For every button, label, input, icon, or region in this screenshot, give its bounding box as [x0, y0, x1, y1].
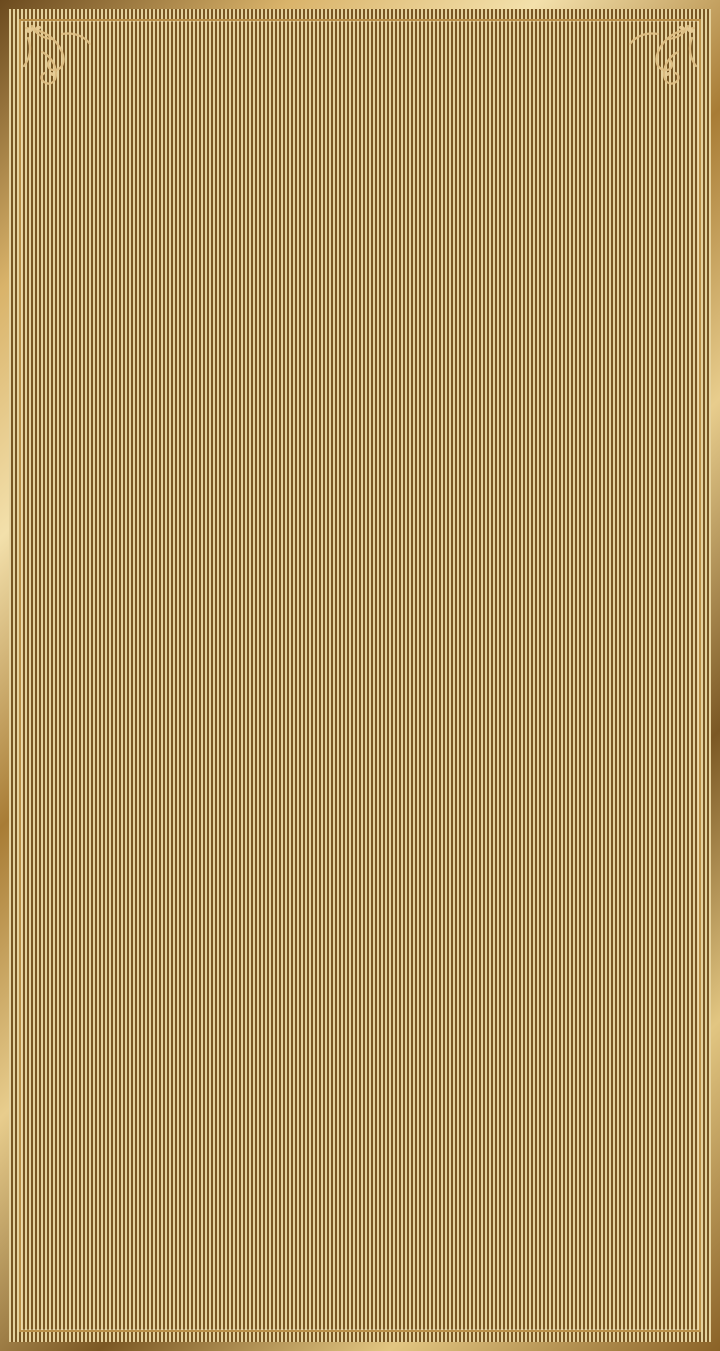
- deceased-tag: (사망): [442, 973, 473, 986]
- person-card-baekjunbeom[interactable]: 백준범 아트 컬렉터 ‘그대의 홈’ CEO: [490, 477, 673, 752]
- person-name-text: 차우희: [77, 1215, 133, 1236]
- person-card-hwangsukji[interactable]: 황숙지 로얄옥션 앞 바 운영: [348, 189, 479, 363]
- deceased-tag: (사망): [442, 1221, 473, 1234]
- person-role: 로얄옥션 회장: [518, 328, 598, 344]
- portrait: 주현수: [217, 1118, 333, 1242]
- portrait: 김윤지: [527, 870, 643, 994]
- person-card-joohyunsoo[interactable]: 주현수 보험사기 용의자: [217, 1118, 333, 1269]
- gold-frame: 차우석: [58, 477, 230, 703]
- person-name: 공주영: [197, 281, 311, 317]
- person-name-text: 윤승재: [387, 967, 443, 988]
- portrait: 황숙지: [348, 189, 479, 318]
- person-card-doeunhyuk[interactable]: 도은혁 프리랜서 포토그래퍼: [217, 860, 349, 1039]
- suspect-legend-label: 용의자: [595, 57, 640, 75]
- portrait: 차우석: [65, 484, 223, 696]
- relation-label-suspicion-to-love: 의심 → 사랑: [186, 781, 263, 797]
- portrait: 이수호(사망): [372, 1118, 488, 1242]
- suspect-legend: 용의자: [564, 52, 640, 78]
- portrait: 최영호(사망): [527, 1118, 643, 1242]
- show-title: 세이렌: [265, 26, 455, 99]
- relation-label-friendship-2: 우정: [329, 824, 356, 840]
- relation-label-interest: 관심: [436, 436, 463, 452]
- portrait: 도은혁: [217, 860, 349, 994]
- person-role: 로얄옥션 소속 미술품 경매사: [319, 715, 401, 750]
- person-card-doeunhye[interactable]: 도은혜 로얄옥션 인턴: [48, 856, 178, 1021]
- person-role: 프리랜서 포토그래퍼: [243, 1004, 307, 1039]
- relation-label-siblings-2: 남매: [44, 1075, 71, 1091]
- relation-label-friendship-1: 우정: [320, 400, 347, 416]
- person-role: 로얄옥션 소속 미술품 경매사: [545, 1004, 625, 1039]
- portrait: 도은혜: [48, 856, 178, 994]
- relation-label-engagement: 약혼: [400, 824, 427, 840]
- portrait: 공주영: [196, 200, 312, 318]
- person-card-pyoseongil[interactable]: 표성일 강하서1팀 팀장: [44, 200, 160, 345]
- portrait: 한설아: [281, 484, 439, 696]
- person-role: 로얄옥션 앞 바 운영: [372, 328, 440, 363]
- person-name: 백준범: [497, 632, 655, 690]
- person-role: 정신건강의학과 의사: [541, 1252, 629, 1287]
- person-name: 도은혜: [62, 958, 178, 994]
- person-name: 이수호(사망): [372, 1206, 488, 1242]
- person-role: 대학생: [101, 1252, 139, 1268]
- blood-drop-icon: [564, 52, 594, 78]
- portrait: 차우희(사망): [62, 1118, 178, 1242]
- person-card-chawoohee[interactable]: 차우희(사망) 대학생: [62, 1118, 178, 1269]
- person-card-gongjuyoung[interactable]: 공주영 강하경찰서 강력1팀 형사: [196, 200, 312, 363]
- person-role: 강하경찰서 강력1팀 형사: [216, 328, 292, 363]
- person-card-leesooho[interactable]: 이수호(사망) 국제구호단체 은월드 직원: [372, 1118, 488, 1287]
- deceased-tag: (사망): [132, 1221, 163, 1234]
- gold-frame: 한설아: [274, 477, 446, 703]
- person-name: 윤승재(사망): [372, 958, 488, 994]
- person-name: 황숙지: [349, 281, 463, 317]
- person-name: 최영호(사망): [527, 1206, 643, 1242]
- person-role: 로얄옥션 인턴: [80, 1004, 160, 1020]
- person-role: 강하서1팀 팀장: [58, 328, 146, 344]
- person-name: 김선애: [501, 281, 615, 317]
- relation-label-badkarma: 악연: [72, 398, 99, 414]
- person-role: 보험사기 용의자: [229, 1252, 321, 1268]
- person-role: 아트 컬렉터 ‘그대의 홈’ CEO: [525, 715, 627, 750]
- person-name: 차우희(사망): [62, 1206, 178, 1242]
- chart-type-badge: 인물관계도: [280, 111, 439, 154]
- portrait: 김선애: [500, 191, 633, 318]
- person-card-choiyoungho[interactable]: 최영호(사망) 정신건강의학과 의사: [527, 1118, 643, 1287]
- person-name-text: 최영호: [542, 1215, 598, 1236]
- relation-label-ex-lovers: 과거 연인들: [470, 1075, 542, 1091]
- person-card-yoonseungjae[interactable]: 윤승재(사망) THE 갤러리 레스토랑 운영: [372, 870, 488, 1039]
- relation-label-suspicion-2: 의심: [468, 408, 495, 424]
- person-name: 표성일: [45, 281, 159, 317]
- person-card-hanseola[interactable]: 한설아 로얄옥션 소속 미술품 경매사: [274, 477, 460, 752]
- portrait: 윤승재(사망): [372, 870, 488, 994]
- person-card-kimseonae[interactable]: 김선애 로얄옥션 회장: [500, 191, 633, 345]
- gold-frame: 백준범: [490, 477, 662, 703]
- portrait: 표성일: [44, 200, 160, 318]
- person-name: 주현수: [217, 1206, 333, 1242]
- person-role: 국제구호단체 은월드 직원: [392, 1252, 468, 1287]
- relation-label-suspicion-1: 의심: [238, 426, 265, 442]
- person-name-text: 이수호: [387, 1215, 443, 1236]
- person-name: 도은혁: [217, 958, 333, 994]
- person-card-chawooseok[interactable]: 차우석 SIU 보험조사관: [58, 477, 230, 733]
- person-role: SIU 보험조사관: [96, 715, 192, 731]
- person-role: THE 갤러리 레스토랑 운영: [390, 1004, 470, 1039]
- portrait: 백준범: [497, 484, 655, 696]
- relation-label-crush: 짝사랑: [168, 394, 209, 410]
- person-name: 차우석: [65, 632, 223, 690]
- relation-label-jealousy: 질투: [512, 832, 539, 848]
- deceased-tag: (사망): [597, 1221, 628, 1234]
- person-name: 한설아: [281, 632, 439, 690]
- person-card-kimyoonji[interactable]: 김윤지 로얄옥션 소속 미술품 경매사: [527, 870, 643, 1039]
- person-name: 김윤지: [527, 958, 643, 994]
